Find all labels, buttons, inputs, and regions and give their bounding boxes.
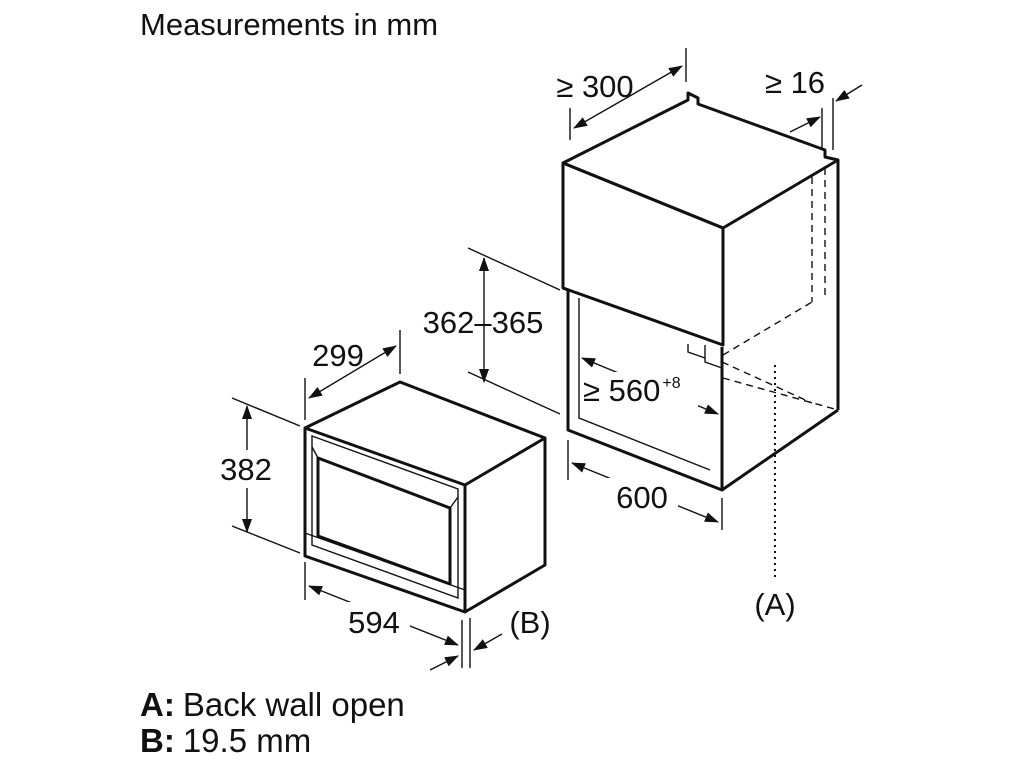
legend-text-a: Back wall open bbox=[183, 686, 405, 723]
legend: A:Back wall open B:19.5 mm bbox=[140, 686, 405, 759]
appliance-height-label-bg bbox=[210, 450, 282, 488]
niche-width-label-bg bbox=[580, 372, 698, 410]
appliance-depth-label: 299 bbox=[312, 338, 364, 373]
page-title: Measurements in mm bbox=[140, 7, 438, 42]
niche-height-label: 362–365 bbox=[423, 305, 544, 340]
cabinet-outline bbox=[561, 91, 840, 492]
niche-height-dimension bbox=[467, 247, 561, 415]
appliance-outline bbox=[303, 380, 547, 614]
legend-text-b: 19.5 mm bbox=[183, 722, 311, 759]
panel-gap-label: ≥ 16 bbox=[765, 65, 825, 100]
niche-width-tolerance: +8 bbox=[662, 375, 680, 392]
callout-a-label: (A) bbox=[754, 587, 795, 622]
appliance-depth-dimension bbox=[304, 330, 401, 420]
cabinet-depth-label: ≥ 300 bbox=[556, 69, 633, 104]
legend-item-a: A:Back wall open bbox=[140, 686, 405, 723]
appliance-width-label-bg bbox=[338, 602, 410, 640]
niche-width-value: ≥ 560 bbox=[583, 373, 660, 408]
cabinet-width-label-bg bbox=[606, 478, 678, 516]
panel-gap-dimension bbox=[789, 84, 863, 150]
gap-b-dimension bbox=[429, 618, 503, 671]
cabinet-width-label: 600 bbox=[616, 480, 668, 515]
callout-b-label: (B) bbox=[509, 605, 550, 640]
niche-width-label: ≥ 560+8 bbox=[583, 373, 681, 408]
legend-key-b: B: bbox=[140, 722, 175, 759]
legend-key-a: A: bbox=[140, 686, 175, 723]
appliance-width-label: 594 bbox=[348, 605, 400, 640]
cabinet-depth-dimension bbox=[569, 48, 687, 140]
appliance-height-label: 382 bbox=[220, 452, 272, 487]
legend-item-b: B:19.5 mm bbox=[140, 722, 311, 759]
